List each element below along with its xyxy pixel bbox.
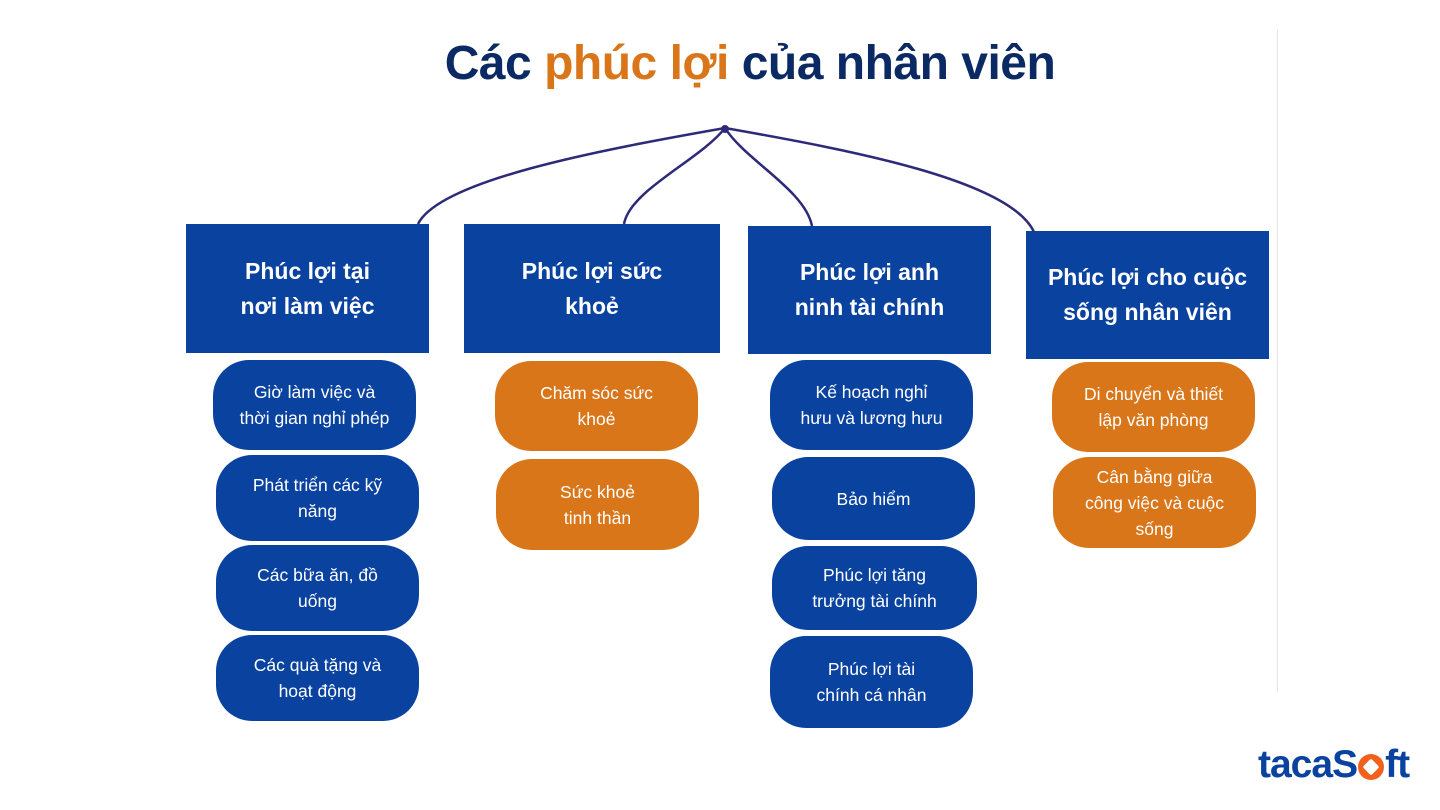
item-line: Chăm sóc sức [540, 383, 653, 403]
item-meals-drinks: Các bữa ăn, đồ uống [216, 545, 419, 631]
logo-text: taca [1258, 743, 1333, 786]
item-line: uống [298, 591, 337, 611]
connector-root [721, 125, 729, 133]
connector-to-column-3 [723, 127, 814, 227]
item-line: tinh thần [563, 507, 632, 528]
logo-o-icon [1358, 754, 1385, 780]
item-line: Phúc lợi tăng [823, 565, 926, 585]
header-line: ninh tài chính [794, 294, 945, 320]
item-line: Phúc lợi tài [827, 659, 916, 679]
item-line: hoạt động [278, 681, 357, 701]
item-line: sống [1135, 518, 1174, 539]
item-line: năng [298, 501, 337, 521]
connector-to-column-4 [724, 126, 1036, 233]
connector-to-column-1 [416, 126, 726, 225]
page-title: Các phúc lợi của nhân viên [0, 36, 1440, 91]
header-line: nơi làm việc [240, 292, 375, 319]
header-line: Phúc lợi tại [245, 257, 370, 284]
item-financial-growth: Phúc lợi tăng trưởng tài chính [772, 546, 977, 630]
item-work-life-balance: Cân bằng giữa công việc và cuộc sống [1053, 457, 1256, 548]
item-line: Các quà tặng và [253, 655, 382, 675]
connector-to-column-2 [622, 127, 726, 225]
item-commute-office: Di chuyển và thiết lập văn phòng [1052, 362, 1255, 452]
header-line: khoẻ [565, 292, 619, 319]
header-line: Phúc lợi cho cuộc [1047, 264, 1248, 290]
item-retirement-pension: Kế hoạch nghỉ hưu và lương hưu [770, 360, 973, 450]
item-line: chính cá nhân [816, 685, 927, 705]
header-workplace-benefits: Phúc lợi tại nơi làm việc [186, 224, 429, 353]
item-skills-development: Phát triển các kỹ năng [216, 455, 419, 541]
item-line: thời gian nghỉ phép [239, 408, 390, 428]
header-health-benefits: Phúc lợi sức khoẻ [464, 224, 720, 353]
item-mental-health: Sức khoẻ tinh thần [496, 459, 699, 550]
item-line: Sức khoẻ [560, 481, 635, 502]
item-insurance: Bảo hiểm [772, 457, 975, 540]
item-line: khoẻ [577, 409, 616, 429]
item-line: Phát triển các kỹ [252, 475, 383, 495]
item-working-hours: Giờ làm việc và thời gian nghỉ phép [213, 360, 416, 450]
item-line: Giờ làm việc và [253, 382, 376, 402]
header-line: Phúc lợi anh [799, 259, 940, 285]
header-line: sống nhân viên [1063, 299, 1232, 325]
item-personal-finance: Phúc lợi tài chính cá nhân [770, 636, 973, 728]
item-line: hưu và lương hưu [800, 408, 943, 428]
item-line: lập văn phòng [1098, 410, 1209, 430]
item-line: Kế hoạch nghỉ [815, 382, 928, 402]
item-line: Bảo hiểm [836, 488, 911, 509]
title-accent: phúc lợi [544, 37, 729, 90]
item-gifts-activities: Các quà tặng và hoạt động [216, 635, 419, 721]
item-line: Di chuyển và thiết [1083, 384, 1224, 404]
header-financial-security-benefits: Phúc lợi anh ninh tài chính [748, 226, 991, 354]
header-line: Phúc lợi sức [521, 257, 663, 284]
logo-text: S [1332, 743, 1358, 786]
title-part-1: Các [444, 37, 545, 90]
logo-text: ft [1385, 743, 1410, 786]
item-line: Cân bằng giữa [1096, 466, 1213, 487]
item-health-care: Chăm sóc sức khoẻ [495, 361, 698, 451]
header-life-benefits: Phúc lợi cho cuộc sống nhân viên [1026, 231, 1269, 359]
divider-line [1277, 30, 1278, 692]
item-line: công việc và cuộc [1084, 492, 1225, 513]
item-line: Các bữa ăn, đồ [257, 565, 378, 585]
item-line: trưởng tài chính [812, 591, 937, 611]
title-part-2: của nhân viên [728, 37, 1056, 90]
